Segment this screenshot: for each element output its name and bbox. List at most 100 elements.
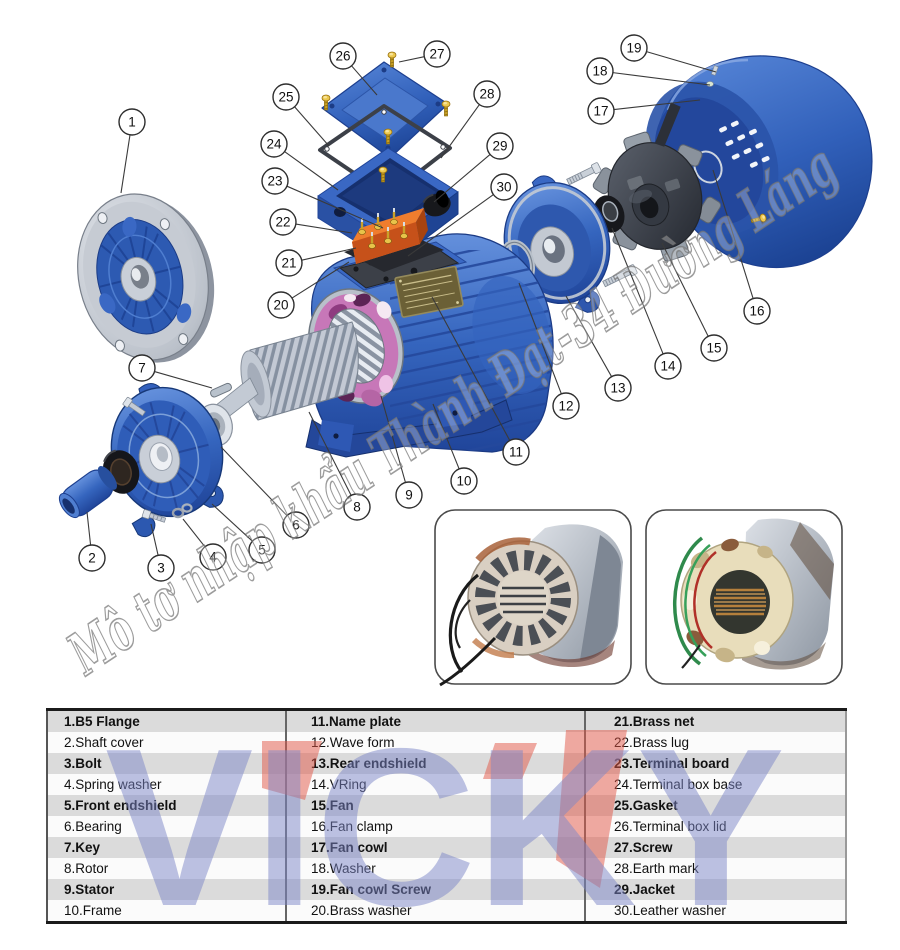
- leader-line-14: [611, 227, 664, 355]
- callout-2: [78, 544, 106, 572]
- part-label: 29.Jacket: [614, 882, 675, 897]
- part-label: 4.Spring washer: [47, 774, 287, 795]
- callout-26: [329, 42, 357, 70]
- callout-22: [269, 208, 297, 236]
- vent-slots: [719, 120, 770, 168]
- leader-line-19: [646, 51, 717, 73]
- leader-line-29: [433, 153, 491, 203]
- inset-photo-stator-2: [645, 509, 843, 685]
- part-label: 28.Earth mark: [614, 861, 699, 876]
- leader-line-23: [286, 185, 384, 229]
- callout-number: 6: [292, 518, 300, 533]
- part-label: 27.Screw: [614, 840, 673, 855]
- callout-16: [743, 297, 771, 325]
- part-front-endshield: [110, 383, 224, 538]
- callout-20: [267, 291, 295, 319]
- callout-number: 20: [273, 298, 288, 313]
- leader-line-25: [294, 106, 330, 147]
- callout-number: 28: [479, 87, 494, 102]
- callout-25: [272, 83, 300, 111]
- callout-number: 19: [626, 41, 641, 56]
- callout-10: [450, 467, 478, 495]
- callout-28: [473, 80, 501, 108]
- part-label: 19.Fan cowl Screw: [286, 879, 586, 900]
- part-terminal-board: [344, 208, 444, 272]
- part-label: 9.Stator: [47, 879, 287, 900]
- part-shaft-cover: [58, 466, 117, 519]
- part-label: 10.Frame: [47, 900, 287, 923]
- callout-number: 8: [353, 500, 361, 515]
- part-label: 5.Front endshield: [47, 795, 287, 816]
- leader-line-30: [407, 194, 494, 257]
- part-label: 2.Shaft cover: [47, 732, 287, 753]
- part-label: 18.Washer: [286, 858, 586, 879]
- callout-11: [502, 438, 530, 466]
- callout-4: [199, 543, 227, 571]
- part-key: [210, 382, 232, 398]
- leader-line-20: [291, 261, 350, 299]
- part-name-plate: [394, 265, 464, 318]
- leader-line-12: [518, 282, 562, 395]
- leader-line-16: [712, 169, 754, 299]
- callout-number: 13: [610, 381, 625, 396]
- exploded-view: 1234567891011121314151617181920212223242…: [54, 34, 873, 689]
- leader-line-6: [220, 446, 288, 517]
- leader-line-24: [284, 151, 339, 191]
- callout-23: [261, 167, 289, 195]
- leader-line-15: [661, 242, 709, 337]
- callout-30: [490, 173, 518, 201]
- callout-number: 10: [456, 474, 471, 489]
- part-label: 20.Brass washer: [286, 900, 586, 923]
- callout-number: 27: [429, 47, 444, 62]
- part-cable-gland-jacket: [422, 190, 451, 217]
- callout-number: 23: [267, 174, 282, 189]
- part-label: 21.Brass net: [614, 714, 695, 729]
- callout-number: 1: [128, 115, 136, 130]
- part-label: 14.VRing: [286, 774, 586, 795]
- part-label: 13.Rear endshield: [286, 753, 586, 774]
- part-label: 17.Fan cowl: [286, 837, 586, 858]
- callout-29: [486, 132, 514, 160]
- part-label: 3.Bolt: [47, 753, 287, 774]
- part-fan: [592, 102, 722, 262]
- leader-line-7: [154, 371, 213, 389]
- leader-line-13: [565, 295, 613, 377]
- part-label: 25.Gasket: [614, 798, 678, 813]
- callout-number: 15: [706, 341, 721, 356]
- part-label: 11.Name plate: [286, 709, 586, 732]
- callout-18: [586, 57, 614, 85]
- callout-number: 21: [281, 256, 296, 271]
- inset-photo-stator: [434, 509, 632, 687]
- leader-line-28: [440, 104, 480, 159]
- leader-line-2: [86, 511, 92, 546]
- callout-number: 24: [266, 137, 282, 152]
- part-label: 6.Bearing: [47, 816, 287, 837]
- leader-line-4: [182, 518, 206, 548]
- part-label: 7.Key: [47, 837, 287, 858]
- part-label: 8.Rotor: [47, 858, 287, 879]
- leader-line-3: [150, 523, 159, 556]
- part-label: 23.Terminal board: [614, 756, 730, 771]
- leader-line-21: [301, 247, 357, 261]
- leader-line-17: [613, 99, 701, 111]
- leader-line-1: [120, 134, 131, 194]
- callout-6: [282, 511, 310, 539]
- leader-line-5: [211, 503, 253, 542]
- callout-17: [587, 97, 615, 125]
- leader-line-9: [380, 395, 406, 483]
- part-rear-endshield: [503, 175, 611, 313]
- washer-top: [706, 81, 714, 87]
- callout-number: 3: [157, 561, 165, 576]
- part-label: 15.Fan: [286, 795, 586, 816]
- callout-number: 2: [88, 551, 96, 566]
- callout-27: [423, 40, 451, 68]
